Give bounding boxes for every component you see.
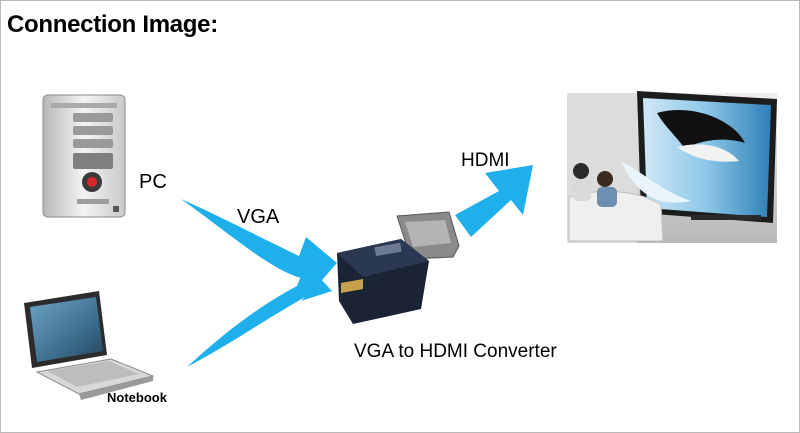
hdmi-arrow bbox=[455, 165, 533, 237]
converter-label: VGA to HDMI Converter bbox=[354, 341, 557, 362]
tv-orca-icon bbox=[567, 91, 777, 243]
page-title: Connection Image: bbox=[7, 11, 218, 38]
vga-curved-arrow-top bbox=[181, 199, 337, 297]
desktop-tower-icon bbox=[42, 94, 126, 218]
vga-curved-arrow-bottom bbox=[187, 263, 332, 367]
pc-label: PC bbox=[139, 171, 167, 193]
vga-label: VGA bbox=[237, 206, 280, 228]
laptop-icon bbox=[24, 291, 155, 400]
notebook-label: Notebook bbox=[107, 390, 167, 405]
vga-hdmi-adapter-icon bbox=[337, 211, 460, 324]
hdmi-label: HDMI bbox=[461, 150, 510, 171]
